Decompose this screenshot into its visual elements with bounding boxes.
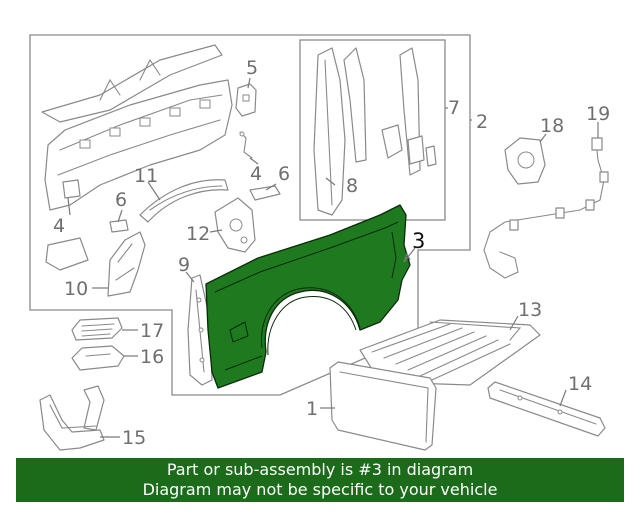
callout-13: 13 (518, 299, 542, 321)
banner-line-2: Diagram may not be specific to your vehi… (142, 480, 498, 499)
callout-9: 9 (178, 254, 190, 276)
bracket-6-drawing (249, 185, 281, 201)
wheelhouse-10-drawing (107, 231, 146, 297)
callout-17: 17 (140, 320, 164, 342)
callout-10: 10 (64, 278, 88, 300)
pillar-8-drawing (313, 47, 437, 216)
wheelhouse-strip-11-drawing (139, 179, 229, 223)
callout-15: 15 (122, 427, 146, 449)
clip-6-drawing (109, 219, 129, 233)
step-arm-15-drawing (39, 385, 105, 451)
callout-6a: 6 (278, 163, 290, 185)
callout-4a: 4 (250, 163, 262, 185)
lamp-bracket-18-drawing (504, 137, 546, 185)
callout-14: 14 (568, 373, 592, 395)
callout-6b: 6 (115, 189, 127, 211)
callout-19: 19 (586, 103, 610, 125)
callout-3: 3 (412, 229, 425, 253)
callout-8: 8 (346, 175, 358, 197)
stake-9-drawing (187, 274, 213, 386)
callout-1: 1 (306, 398, 318, 420)
bed-front-panel-drawing (41, 44, 233, 211)
callout-18: 18 (540, 115, 564, 137)
step-bracket-16-drawing (71, 345, 125, 371)
callout-2: 2 (476, 111, 488, 133)
panel-1-drawing (329, 361, 437, 451)
bed-side-outer-panel-3[interactable] (205, 204, 411, 389)
panel-4-lower-drawing (45, 237, 89, 271)
bracket-12-drawing (214, 197, 256, 253)
banner-line-1: Part or sub-assembly is #3 in diagram (166, 460, 474, 479)
callout-7: 7 (448, 97, 460, 119)
callout-16: 16 (140, 346, 164, 368)
bracket-4-drawing (239, 131, 253, 159)
callout-5: 5 (246, 57, 258, 79)
bracket-4b-drawing (62, 179, 81, 199)
leader-lines (67, 77, 599, 438)
wiring-harness-19-drawing (483, 137, 609, 279)
callout-12: 12 (186, 223, 210, 245)
bracket-5-drawing (235, 83, 257, 117)
callout-11: 11 (134, 165, 158, 187)
crossmember-14-drawing (487, 381, 606, 437)
step-pad-17-drawing (71, 317, 123, 341)
info-banner: Part or sub-assembly is #3 in diagram Di… (16, 458, 624, 502)
callout-4b: 4 (53, 215, 65, 237)
